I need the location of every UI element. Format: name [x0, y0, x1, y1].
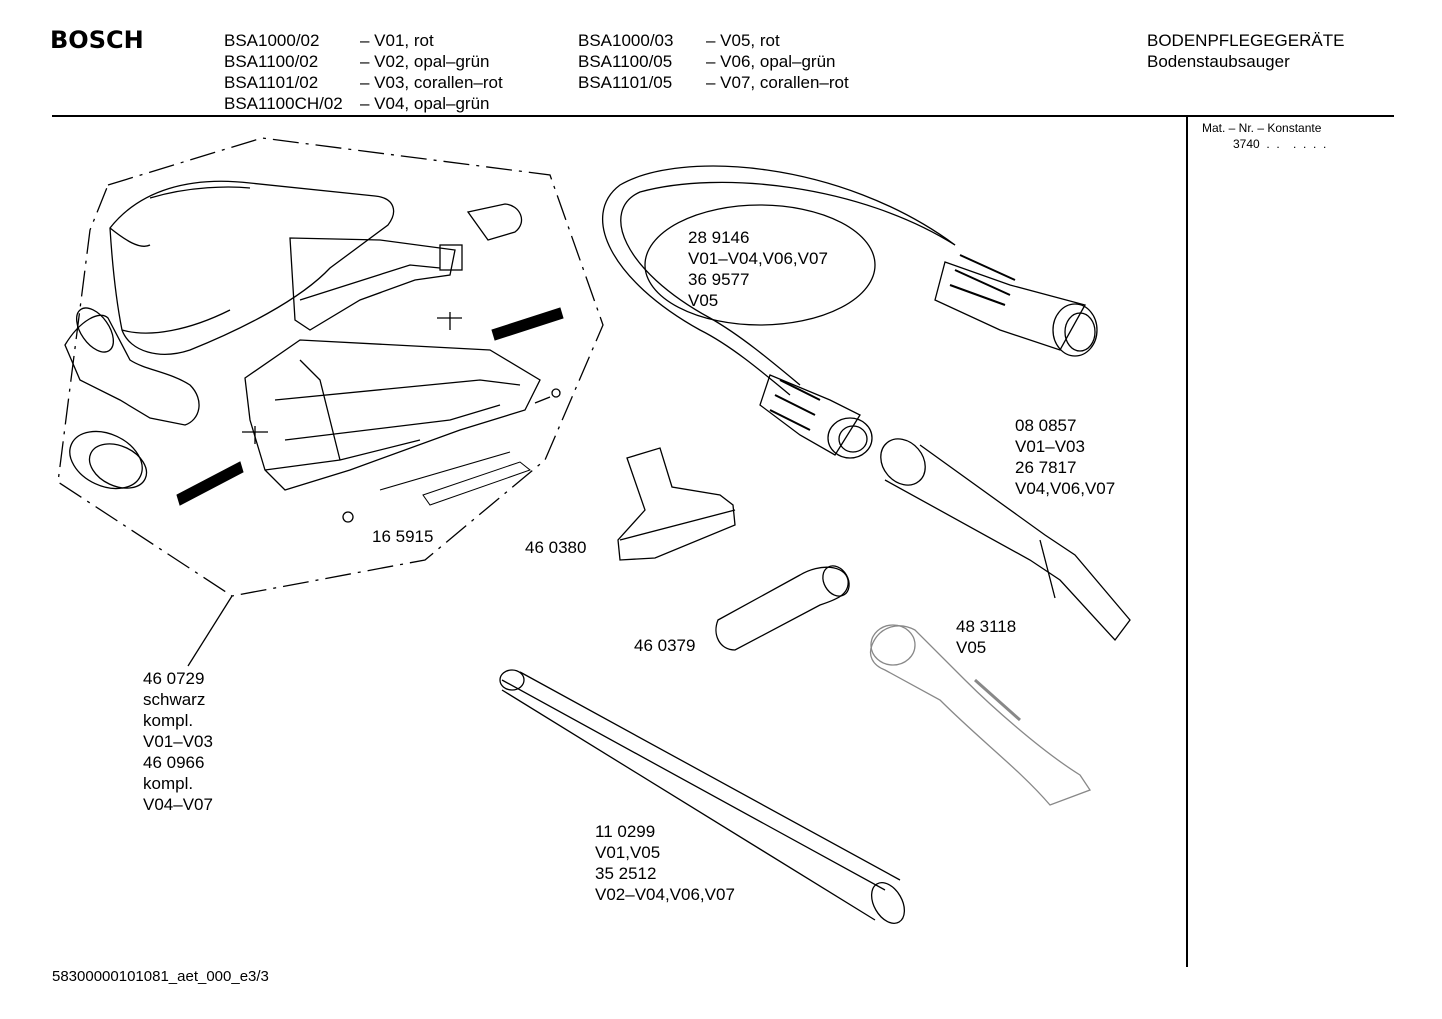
header-rule	[52, 115, 1394, 117]
mat-number-label: Mat. – Nr. – Konstante	[1202, 121, 1322, 135]
nozzle-roller	[69, 430, 148, 490]
nozzle-elbow	[64, 307, 200, 426]
label-handle-v05: 48 3118 V05	[956, 616, 1016, 658]
part-number: 11 0299	[595, 822, 656, 841]
part-number: 46 0729	[143, 669, 205, 688]
suction-hose	[602, 165, 1098, 459]
bosch-logo: BOSCH	[50, 26, 144, 54]
part-number: 46 0380	[525, 538, 587, 557]
part-number: 46 0379	[634, 636, 696, 655]
straight-tube	[499, 669, 906, 924]
part-number: 36 9577	[688, 270, 750, 289]
part-number: 46 0966	[143, 753, 205, 772]
model-variant: – V04, opal–grün	[360, 94, 490, 113]
model-list-left: BSA1000/02 BSA1100/02 BSA1101/02 BSA1100…	[224, 30, 343, 114]
screw	[342, 511, 354, 523]
part-variant: V05	[956, 638, 987, 657]
mat-number-value: 3740 . . . . . .	[1233, 137, 1327, 151]
brush-strips	[176, 307, 564, 506]
upholstery-nozzle	[617, 447, 736, 561]
model-variant: – V07, corallen–rot	[706, 73, 849, 92]
label-hose: 28 9146 V01–V04,V06,V07 36 9577 V05	[688, 227, 828, 311]
part-number: 16 5915	[372, 527, 434, 546]
model-variant: – V05, rot	[706, 31, 780, 50]
handle-v05	[869, 624, 1091, 806]
part-variant: V01,V05	[595, 843, 661, 862]
part-variant: V04–V07	[143, 795, 213, 814]
variant-list-left: – V01, rot – V02, opal–grün – V03, coral…	[360, 30, 503, 114]
model-number: BSA1100CH/02	[224, 94, 343, 113]
nozzle-base-plate	[244, 339, 541, 491]
floor-nozzle-enclosure	[57, 137, 604, 597]
category-subtitle: Bodenstaubsauger	[1147, 52, 1290, 71]
model-variant: – V03, corallen–rot	[360, 73, 503, 92]
part-number: 48 3118	[956, 617, 1017, 636]
label-straight-tube: 11 0299 V01,V05 35 2512 V02–V04,V06,V07	[595, 821, 735, 905]
model-number: BSA1000/03	[578, 31, 674, 50]
part-variant: V05	[688, 291, 719, 310]
part-variant: kompl.	[143, 711, 194, 730]
part-number: 28 9146	[688, 228, 750, 247]
variant-list-right: – V05, rot – V06, opal–grün – V07, coral…	[706, 30, 849, 93]
model-number: BSA1000/02	[224, 31, 320, 50]
nozzle-latch	[466, 203, 523, 241]
label-floor-nozzle: 46 0729 schwarz kompl. V01–V03 46 0966 k…	[143, 668, 213, 815]
model-list-right: BSA1000/03 BSA1100/05 BSA1101/05	[578, 30, 673, 93]
part-variant: V02–V04,V06,V07	[595, 885, 735, 904]
label-upholstery-nozzle: 46 0380	[525, 537, 586, 558]
model-variant: – V02, opal–grün	[360, 52, 490, 71]
category-block: BODENPFLEGEGERÄTE Bodenstaubsauger	[1147, 30, 1344, 72]
label-crevice-nozzle: 46 0379	[634, 635, 695, 656]
part-number: 35 2512	[595, 864, 657, 883]
model-number: BSA1101/05	[578, 73, 673, 92]
handle-pipe	[880, 438, 1131, 642]
part-number: 26 7817	[1015, 458, 1077, 477]
floor-nozzle-leader	[187, 595, 233, 667]
model-variant: – V06, opal–grün	[706, 52, 836, 71]
model-number: BSA1100/05	[578, 52, 673, 71]
part-number: 08 0857	[1015, 416, 1077, 435]
model-variant: – V01, rot	[360, 31, 434, 50]
document-id: 58300000101081_aet_000_e3/3	[52, 968, 269, 985]
label-handle-pipe: 08 0857 V01–V03 26 7817 V04,V06,V07	[1015, 415, 1115, 499]
side-panel-rule	[1186, 117, 1188, 967]
part-variant: kompl.	[143, 774, 194, 793]
part-variant: V01–V03	[143, 732, 213, 751]
part-variant: schwarz	[143, 690, 206, 709]
model-number: BSA1101/02	[224, 73, 319, 92]
part-variant: V01–V04,V06,V07	[688, 249, 828, 268]
category-title: BODENPFLEGEGERÄTE	[1147, 31, 1345, 50]
label-brush-strip: 16 5915	[372, 526, 433, 547]
screw	[551, 388, 561, 398]
pin	[242, 426, 268, 444]
pin	[437, 312, 462, 330]
floor-nozzle-housing	[109, 180, 395, 355]
crevice-nozzle	[715, 565, 850, 651]
part-variant: V01–V03	[1015, 437, 1085, 456]
model-number: BSA1100/02	[224, 52, 319, 71]
part-variant: V04,V06,V07	[1015, 479, 1116, 498]
nozzle-frame	[289, 237, 463, 331]
